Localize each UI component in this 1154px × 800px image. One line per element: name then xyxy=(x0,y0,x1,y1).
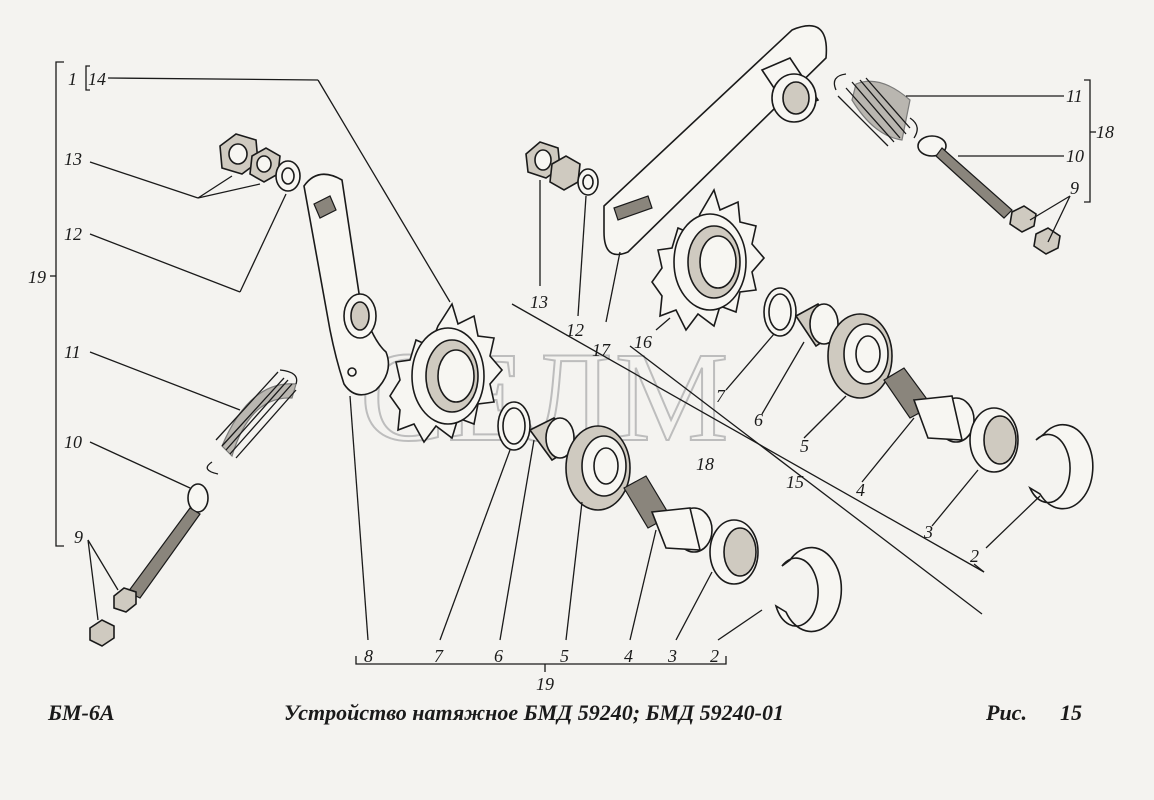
figure-title: Устройство натяжное БМД 59240; БМД 59240… xyxy=(284,700,784,725)
callout-1: 1 xyxy=(68,69,77,89)
sprocket-14-left xyxy=(389,302,504,444)
callout-5-middle: 5 xyxy=(800,436,809,456)
callout-12-middle: 12 xyxy=(566,320,584,340)
spring-11-left xyxy=(206,369,298,475)
callout-6-bottom: 6 xyxy=(494,646,503,666)
callout-9-right: 9 xyxy=(1070,178,1079,198)
nut-9-left xyxy=(89,587,137,647)
bearing-5-bottom xyxy=(565,425,631,511)
callout-5-bottom: 5 xyxy=(560,646,569,666)
eye-bolt-10-left xyxy=(127,483,209,599)
callout-19-bottom: 19 xyxy=(536,674,554,694)
axle-4-bottom xyxy=(623,475,713,553)
callout-16: 16 xyxy=(634,332,652,352)
nut-13-left xyxy=(219,133,281,183)
cap-3-bottom xyxy=(709,519,759,585)
callout-9-left: 9 xyxy=(74,527,83,547)
bushing-6-bottom xyxy=(528,417,580,462)
snap-ring-2-bottom xyxy=(774,546,843,633)
nut-13-middle xyxy=(525,141,581,191)
figure-number: 15 xyxy=(1060,700,1082,725)
plate-17 xyxy=(603,25,828,256)
callout-2-middle: 2 xyxy=(970,546,979,566)
cap-3-middle xyxy=(969,407,1019,473)
figure-label: Рис. xyxy=(986,700,1027,725)
callouts: 1 14 13 12 19 11 10 9 8 7 6 5 4 3 2 19 1… xyxy=(28,69,1114,694)
callout-3-middle: 3 xyxy=(923,522,933,542)
washer-7-middle xyxy=(763,287,797,337)
callout-4-middle: 4 xyxy=(856,480,865,500)
left-bracket-19 xyxy=(50,61,90,547)
model-label: БМ-6А xyxy=(48,700,115,725)
callout-2-bottom: 2 xyxy=(710,646,719,666)
callout-17: 17 xyxy=(592,340,611,360)
callout-6-middle: 6 xyxy=(754,410,763,430)
callout-12-left: 12 xyxy=(64,224,82,244)
bottom-bracket-19 xyxy=(355,656,727,672)
callout-7-bottom: 7 xyxy=(434,646,444,666)
sprocket-16 xyxy=(651,188,766,332)
callout-3-bottom: 3 xyxy=(667,646,677,666)
eye-bolt-10-right xyxy=(917,135,1013,219)
callout-13-left: 13 xyxy=(64,149,82,169)
callout-4-bottom: 4 xyxy=(624,646,633,666)
callout-13-middle: 13 xyxy=(530,292,548,312)
right-bracket-18 xyxy=(1084,79,1096,203)
callout-11-right: 11 xyxy=(1066,86,1083,106)
snap-ring-2-middle xyxy=(1028,423,1094,510)
callout-19-left: 19 xyxy=(28,267,46,287)
axle-4-middle xyxy=(883,367,975,443)
nut-9-right xyxy=(1009,205,1061,255)
leader-lines xyxy=(87,77,1071,641)
callout-7-middle: 7 xyxy=(716,386,726,406)
callout-14-left: 14 xyxy=(88,69,106,89)
bearing-5-middle xyxy=(827,313,893,399)
callout-11-left: 11 xyxy=(64,342,81,362)
callout-15: 15 xyxy=(786,472,804,492)
spring-11-right xyxy=(833,73,918,147)
washer-12-left xyxy=(275,160,301,192)
callout-18-right: 18 xyxy=(1096,122,1114,142)
callout-10-right: 10 xyxy=(1066,146,1084,166)
washer-7-bottom xyxy=(497,401,531,451)
callout-8: 8 xyxy=(364,646,373,666)
callout-10-left: 10 xyxy=(64,432,82,452)
callout-18-middle: 18 xyxy=(696,454,714,474)
lever-8 xyxy=(303,173,390,396)
washer-12-middle xyxy=(577,168,599,196)
